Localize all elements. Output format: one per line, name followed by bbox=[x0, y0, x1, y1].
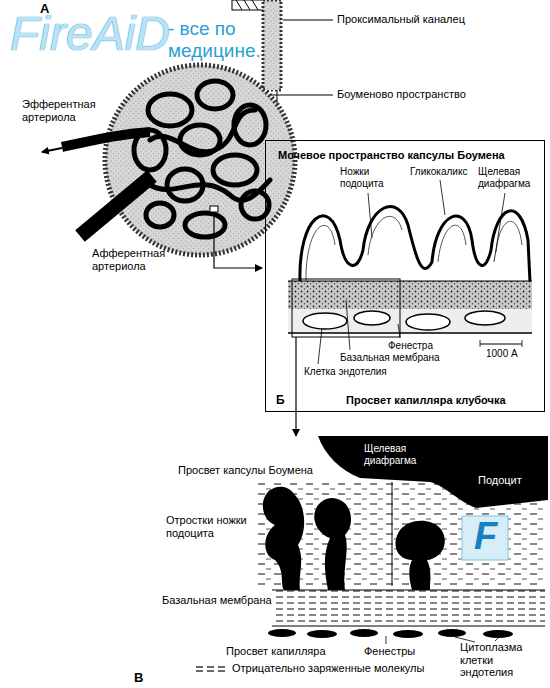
part-label: Цитоплазма клетки эндотелия bbox=[460, 641, 546, 679]
part-label: Фенестры bbox=[364, 645, 415, 658]
part-label: Эфферентная артериола bbox=[22, 98, 108, 123]
part-label: Проксимальный каналец bbox=[337, 13, 465, 26]
part-label: Подоцит bbox=[478, 474, 522, 487]
part-label: Щелевая диафрагма bbox=[478, 166, 540, 189]
panel-letter: В bbox=[134, 671, 143, 686]
part-label: Ножки подоцита bbox=[340, 166, 400, 189]
scale-label: 1000 А bbox=[486, 348, 518, 360]
part-label: Просвет капилляра bbox=[226, 645, 326, 658]
watermark: FireAiD bbox=[10, 6, 170, 61]
part-label: Базальная мембрана bbox=[162, 594, 272, 607]
panel-heading: Мочевое пространство капсулы Боумена bbox=[278, 149, 536, 162]
part-label: Клетка эндотелия bbox=[304, 366, 387, 378]
part-label: Фенестра bbox=[388, 340, 433, 352]
part-label: Афферентная артериола bbox=[92, 247, 172, 272]
watermark: - все по медицине. bbox=[168, 18, 278, 62]
part-label: Просвет капсулы Боумена bbox=[178, 464, 313, 477]
logo-letter: F bbox=[474, 515, 497, 559]
part-label: Базальная мембрана bbox=[340, 352, 440, 364]
part-label: Гликокаликс bbox=[410, 166, 467, 178]
panel-letter: Б bbox=[276, 394, 285, 408]
panel-footer: Просвет капилляра клубочка bbox=[346, 394, 536, 407]
part-label: Отростки ножки подоцита bbox=[166, 514, 254, 539]
part-label: Щелевая диафрагма bbox=[364, 443, 426, 466]
legend-text: Отрицательно заряженные молекулы bbox=[232, 662, 424, 675]
part-label: Боуменово пространство bbox=[337, 88, 466, 101]
